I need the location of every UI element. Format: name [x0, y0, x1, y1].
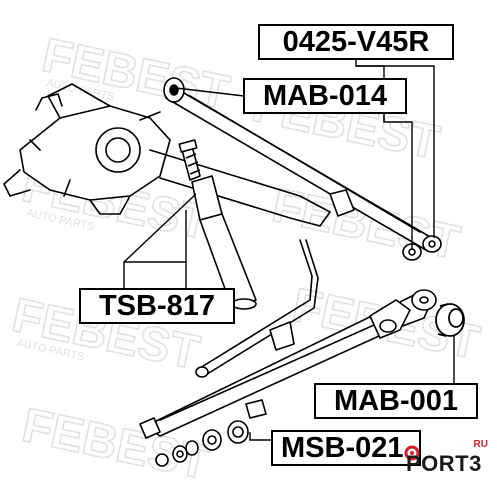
part-label-tsb-817: TSB-817: [79, 288, 235, 324]
leader-0425-right: [355, 60, 435, 238]
shock-absorber: [178, 139, 257, 310]
mab-001-bushing: [435, 303, 465, 337]
brand-logo: RU PORT3: [404, 437, 494, 483]
leader-mab014-left: [175, 87, 245, 97]
leader-msb: [249, 432, 271, 441]
rear-axle-housing: [3, 83, 331, 227]
leader-lines: [123, 60, 455, 441]
brand-name: PORT3: [406, 451, 482, 476]
msb-bushing-parts: [155, 420, 249, 467]
brand-suffix: RU: [473, 439, 488, 450]
lower-trailing-arm: [139, 289, 437, 439]
leader-0425-mab: [356, 65, 385, 78]
part-label-0425-v45r: 0425-V45R: [258, 24, 454, 60]
stabilizer-bar: [195, 239, 319, 378]
part-label-mab-014: MAB-014: [243, 78, 407, 114]
gear-icon: [404, 445, 420, 461]
part-label-mab-001: MAB-001: [314, 383, 478, 419]
lateral-rod: [163, 77, 442, 261]
part-label-msb: MSB-021: [271, 430, 421, 466]
